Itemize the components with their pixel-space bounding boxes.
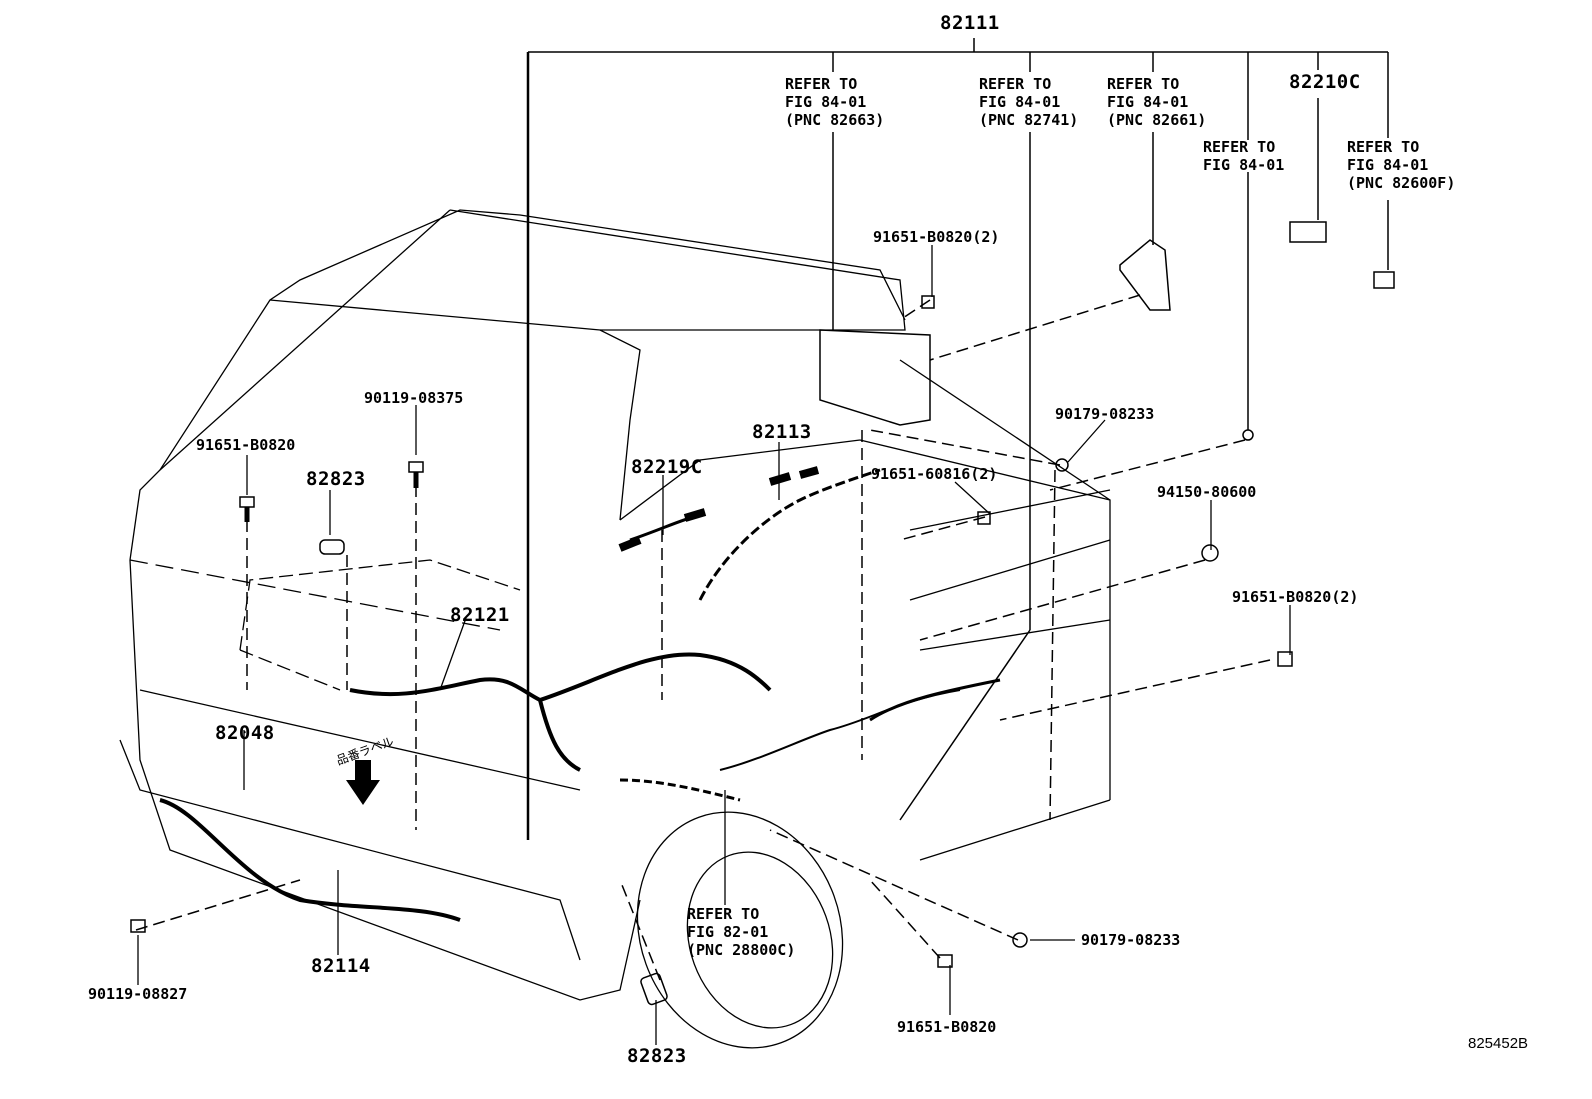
ref-line: FIG 84-01 bbox=[979, 93, 1061, 111]
part-number-82210C: 82210C bbox=[1289, 71, 1361, 93]
part-number-91651-B0820-2-top: 91651-B0820(2) bbox=[873, 228, 1000, 246]
ref-line: REFER TO bbox=[979, 75, 1052, 93]
ref-line: REFER TO bbox=[687, 905, 760, 923]
part-number-90119-08827: 90119-08827 bbox=[88, 985, 188, 1003]
ref-line: (PNC 82741) bbox=[979, 111, 1079, 129]
part-number-91651-B0820-left: 91651-B0820 bbox=[196, 436, 296, 454]
part-number-82823-top: 82823 bbox=[306, 468, 366, 490]
part-number-82114: 82114 bbox=[311, 955, 371, 977]
part-number-82219C: 82219C bbox=[631, 456, 703, 478]
control-module bbox=[819, 329, 931, 426]
part-number-91651-B0820-bottom: 91651-B0820 bbox=[897, 1018, 997, 1036]
cab-outline bbox=[119, 209, 1111, 1049]
leader-lines-82111 bbox=[526, 38, 1389, 840]
part-number-82121: 82121 bbox=[450, 604, 510, 626]
part-number-91651-60816-2: 91651-60816(2) bbox=[871, 465, 998, 483]
part-number-90179-08233-top: 90179-08233 bbox=[1055, 405, 1155, 423]
part-number-90179-08233-bottom: 90179-08233 bbox=[1081, 931, 1181, 949]
ref-line: FIG 84-01 bbox=[1203, 156, 1285, 174]
part-number-82111: 82111 bbox=[940, 12, 1000, 34]
ref-line: FIG 84-01 bbox=[785, 93, 867, 111]
ref-line: (PNC 28800C) bbox=[687, 941, 796, 959]
part-leaders bbox=[137, 245, 1291, 1045]
part-number-90119-08375: 90119-08375 bbox=[364, 389, 464, 407]
ref-line: REFER TO bbox=[1347, 138, 1420, 156]
ref-line: (PNC 82661) bbox=[1107, 111, 1207, 129]
ref-line: FIG 84-01 bbox=[1107, 93, 1189, 111]
ref-line: (PNC 82600F) bbox=[1347, 174, 1456, 192]
part-number-94150-80600: 94150-80600 bbox=[1157, 483, 1257, 501]
dashed-leaders bbox=[135, 294, 1271, 981]
wire-harness bbox=[159, 468, 1001, 922]
ref-line: (PNC 82663) bbox=[785, 111, 885, 129]
part-number-82113: 82113 bbox=[752, 421, 812, 443]
fasteners bbox=[130, 221, 1395, 1006]
ref-line: REFER TO bbox=[1107, 75, 1180, 93]
figure-id: 825452B bbox=[1468, 1035, 1529, 1052]
ref-line: REFER TO bbox=[785, 75, 858, 93]
ref-line: REFER TO bbox=[1203, 138, 1276, 156]
down-arrow-icon bbox=[346, 760, 380, 805]
part-number-82823-bottom: 82823 bbox=[627, 1045, 687, 1067]
ref-line: FIG 84-01 bbox=[1347, 156, 1429, 174]
part-number-82048: 82048 bbox=[215, 722, 275, 744]
ref-line: FIG 82-01 bbox=[687, 923, 769, 941]
part-number-91651-B0820-2-right: 91651-B0820(2) bbox=[1232, 588, 1359, 606]
